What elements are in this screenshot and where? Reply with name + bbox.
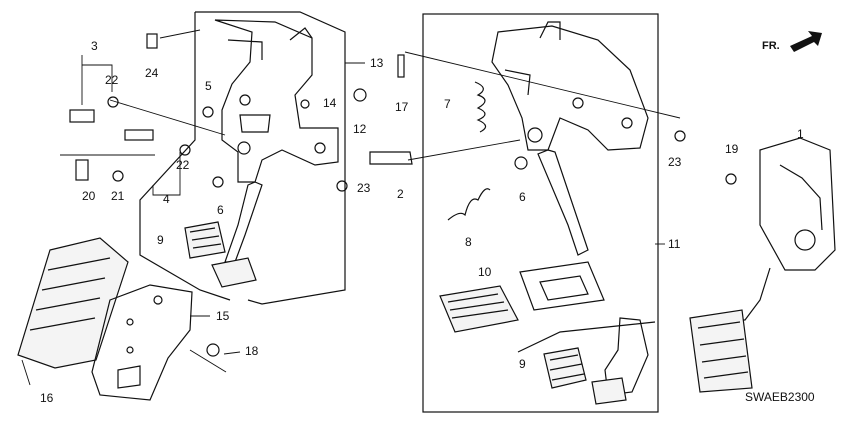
callout-6-center: 6 — [519, 190, 526, 204]
brake-pedal-arm — [224, 181, 263, 263]
callout-11: 11 — [668, 237, 681, 251]
floor-accelerator-pad — [17, 237, 129, 369]
callout-3: 3 — [91, 39, 98, 53]
callout-17: 17 — [395, 100, 409, 114]
pedal-pad-inset — [517, 317, 656, 405]
callout-18: 18 — [245, 344, 259, 358]
bracket-plate — [91, 284, 193, 401]
leader-lines — [21, 29, 681, 386]
callout-21: 21 — [111, 189, 125, 203]
clutch-pedal-assembly-frame — [422, 13, 659, 413]
callout-15: 15 — [216, 309, 230, 323]
callout-1: 1 — [797, 127, 804, 141]
callout-10: 10 — [478, 265, 492, 279]
callout-8: 8 — [465, 235, 472, 249]
clutch-pedal-pad — [439, 285, 519, 333]
callout-20: 20 — [82, 189, 96, 203]
center-pedal-bracket — [491, 21, 649, 151]
callout-23-right: 23 — [668, 155, 682, 169]
callout-7: 7 — [444, 97, 451, 111]
left-pedal-bracket — [214, 19, 339, 183]
stop-switch — [369, 151, 413, 165]
callout-19: 19 — [725, 142, 739, 156]
callout-14: 14 — [323, 96, 337, 110]
callout-5: 5 — [205, 79, 212, 93]
front-direction-arrow-icon — [790, 31, 822, 52]
brake-pedal-pad — [211, 257, 257, 288]
callout-6-left: 6 — [217, 203, 224, 217]
callout-9-left: 9 — [157, 233, 164, 247]
callout-22-lower: 22 — [176, 158, 190, 172]
brake-pedal-assembly-frame — [139, 11, 346, 305]
callout-13: 13 — [370, 56, 384, 70]
brake-pedal-pad-rubber — [184, 221, 226, 259]
return-spring-upper — [474, 81, 487, 133]
callout-9-inset: 9 — [519, 357, 526, 371]
clutch-pedal-plate — [519, 261, 605, 311]
callout-24: 24 — [145, 66, 159, 80]
return-spring-lower — [447, 188, 491, 221]
front-direction-label: FR. — [762, 40, 780, 52]
callout-4: 4 — [163, 192, 170, 206]
callout-2: 2 — [397, 187, 404, 201]
diagram-code: SWAEB2300 — [745, 390, 815, 404]
callout-23-left: 23 — [357, 181, 371, 195]
clutch-pedal-arm — [537, 149, 589, 256]
accelerator-pedal-assembly — [689, 137, 836, 393]
callout-12: 12 — [353, 122, 367, 136]
callout-22-upper: 22 — [105, 73, 119, 87]
callout-16: 16 — [40, 391, 54, 405]
